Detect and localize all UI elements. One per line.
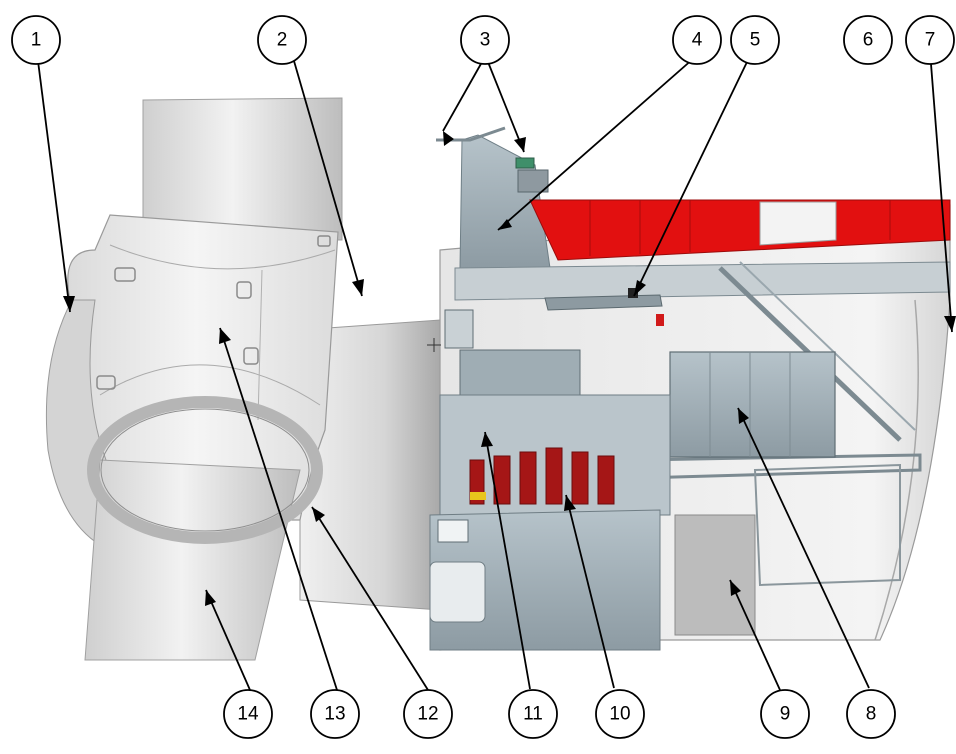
upper-deck (454, 261, 951, 301)
callout-circle-3 (460, 15, 510, 65)
callout-circle-12 (403, 689, 453, 739)
hub-hatch (236, 281, 252, 299)
callout-label-8: 8 (866, 704, 877, 725)
callout-circle-7 (905, 15, 955, 65)
pitch-bearing-ring (87, 396, 323, 544)
callout-circle-2 (257, 15, 307, 65)
callout-label-13: 13 (324, 704, 345, 725)
callout-circle-8 (846, 689, 896, 739)
callout-label-2: 2 (277, 30, 288, 51)
callout-circle-1 (11, 15, 61, 65)
rear-frame (753, 463, 901, 587)
hub-hatch (96, 375, 116, 390)
control-panel (444, 309, 474, 349)
hub-band-line (109, 244, 336, 270)
switchgear-insulators (469, 447, 615, 505)
callout-circle-13 (310, 689, 360, 739)
service-crane-beam (529, 199, 951, 261)
callout-label-11: 11 (523, 704, 543, 725)
callout-circle-11 (508, 689, 558, 739)
callout-label-6: 6 (863, 30, 874, 51)
callout-label-10: 10 (609, 704, 630, 725)
transformer-cabinet (669, 351, 836, 458)
hub-hatch (114, 267, 136, 282)
callout-label-9: 9 (780, 704, 791, 725)
callout-leaders (37, 57, 953, 691)
hub-seam-line (257, 269, 263, 421)
hub-band-line (99, 364, 321, 406)
hoist-trolley (628, 288, 638, 298)
callout-label-1: 1 (31, 30, 42, 51)
callout-arrowheads (63, 131, 956, 606)
callout-label-3: 3 (480, 30, 491, 51)
gearbox-housing (459, 349, 581, 401)
callout-circle-10 (595, 689, 645, 739)
callout-circle-14 (223, 689, 273, 739)
sensor-unit (517, 169, 549, 193)
hub-hatch (243, 347, 259, 365)
move-cursor-icon (427, 338, 441, 352)
cable-box (437, 519, 469, 543)
stair-rail (739, 261, 916, 431)
hub-hatch (317, 235, 331, 247)
sensor-box (515, 157, 535, 169)
callout-circle-6 (843, 15, 893, 65)
callout-circle-9 (760, 689, 810, 739)
blade-upper (142, 97, 343, 241)
tower-top (674, 514, 756, 636)
pitch-bearing-inner (100, 408, 310, 532)
hoist-arm (544, 294, 663, 311)
callout-circle-5 (730, 15, 780, 65)
callout-label-7: 7 (925, 30, 936, 51)
callout-label-4: 4 (692, 30, 703, 51)
hoist-hook (656, 314, 664, 326)
callout-label-12: 12 (417, 704, 438, 725)
callout-circle-4 (672, 15, 722, 65)
callout-circles (11, 15, 955, 739)
callout-label-14: 14 (237, 704, 259, 725)
blade-lower (84, 459, 301, 661)
access-hatch (429, 561, 486, 623)
callout-label-5: 5 (750, 30, 761, 51)
crane-beam-gap (759, 201, 837, 246)
